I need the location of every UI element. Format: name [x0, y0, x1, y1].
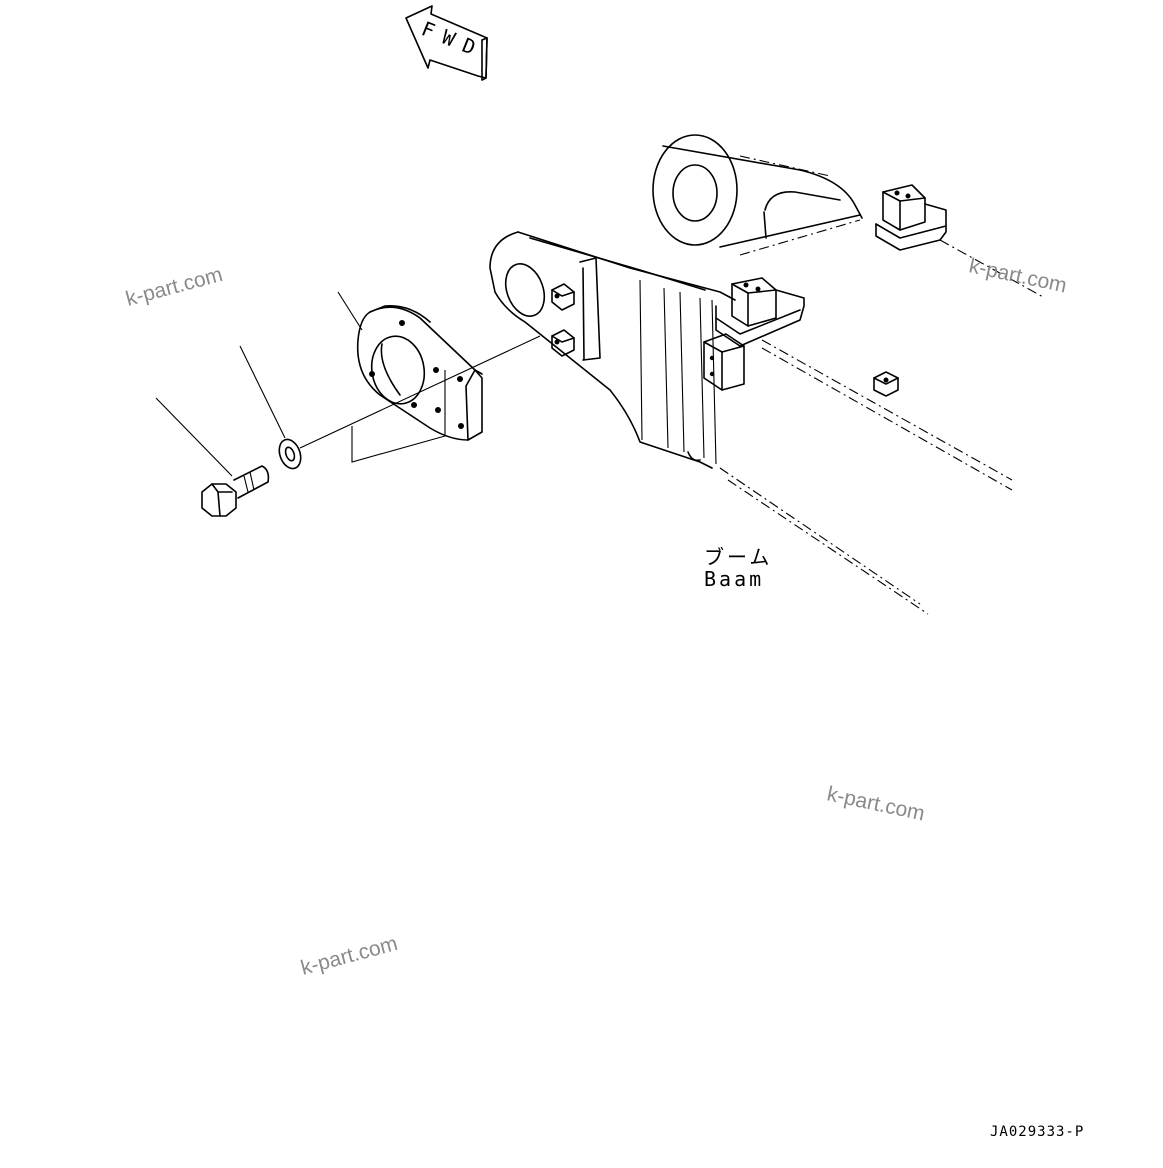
fwd-arrow: FWD: [405, 5, 488, 81]
drawing-code: JA029333-P: [990, 1124, 1084, 1140]
washer: [239, 345, 302, 470]
boom-label-en: Baam: [704, 567, 764, 591]
watermark: k-part.com: [967, 254, 1069, 297]
boom-label-jp: ブーム: [704, 545, 772, 569]
rear-boom-bracket: [652, 134, 1046, 299]
watermark: k-part.com: [298, 932, 400, 980]
bolt: [155, 397, 270, 517]
watermark: k-part.com: [825, 782, 927, 825]
watermark: k-part.com: [123, 263, 225, 311]
assembly-leaders: [299, 335, 541, 463]
flange-plate: [337, 291, 483, 441]
front-boom-bracket: [489, 219, 1013, 615]
